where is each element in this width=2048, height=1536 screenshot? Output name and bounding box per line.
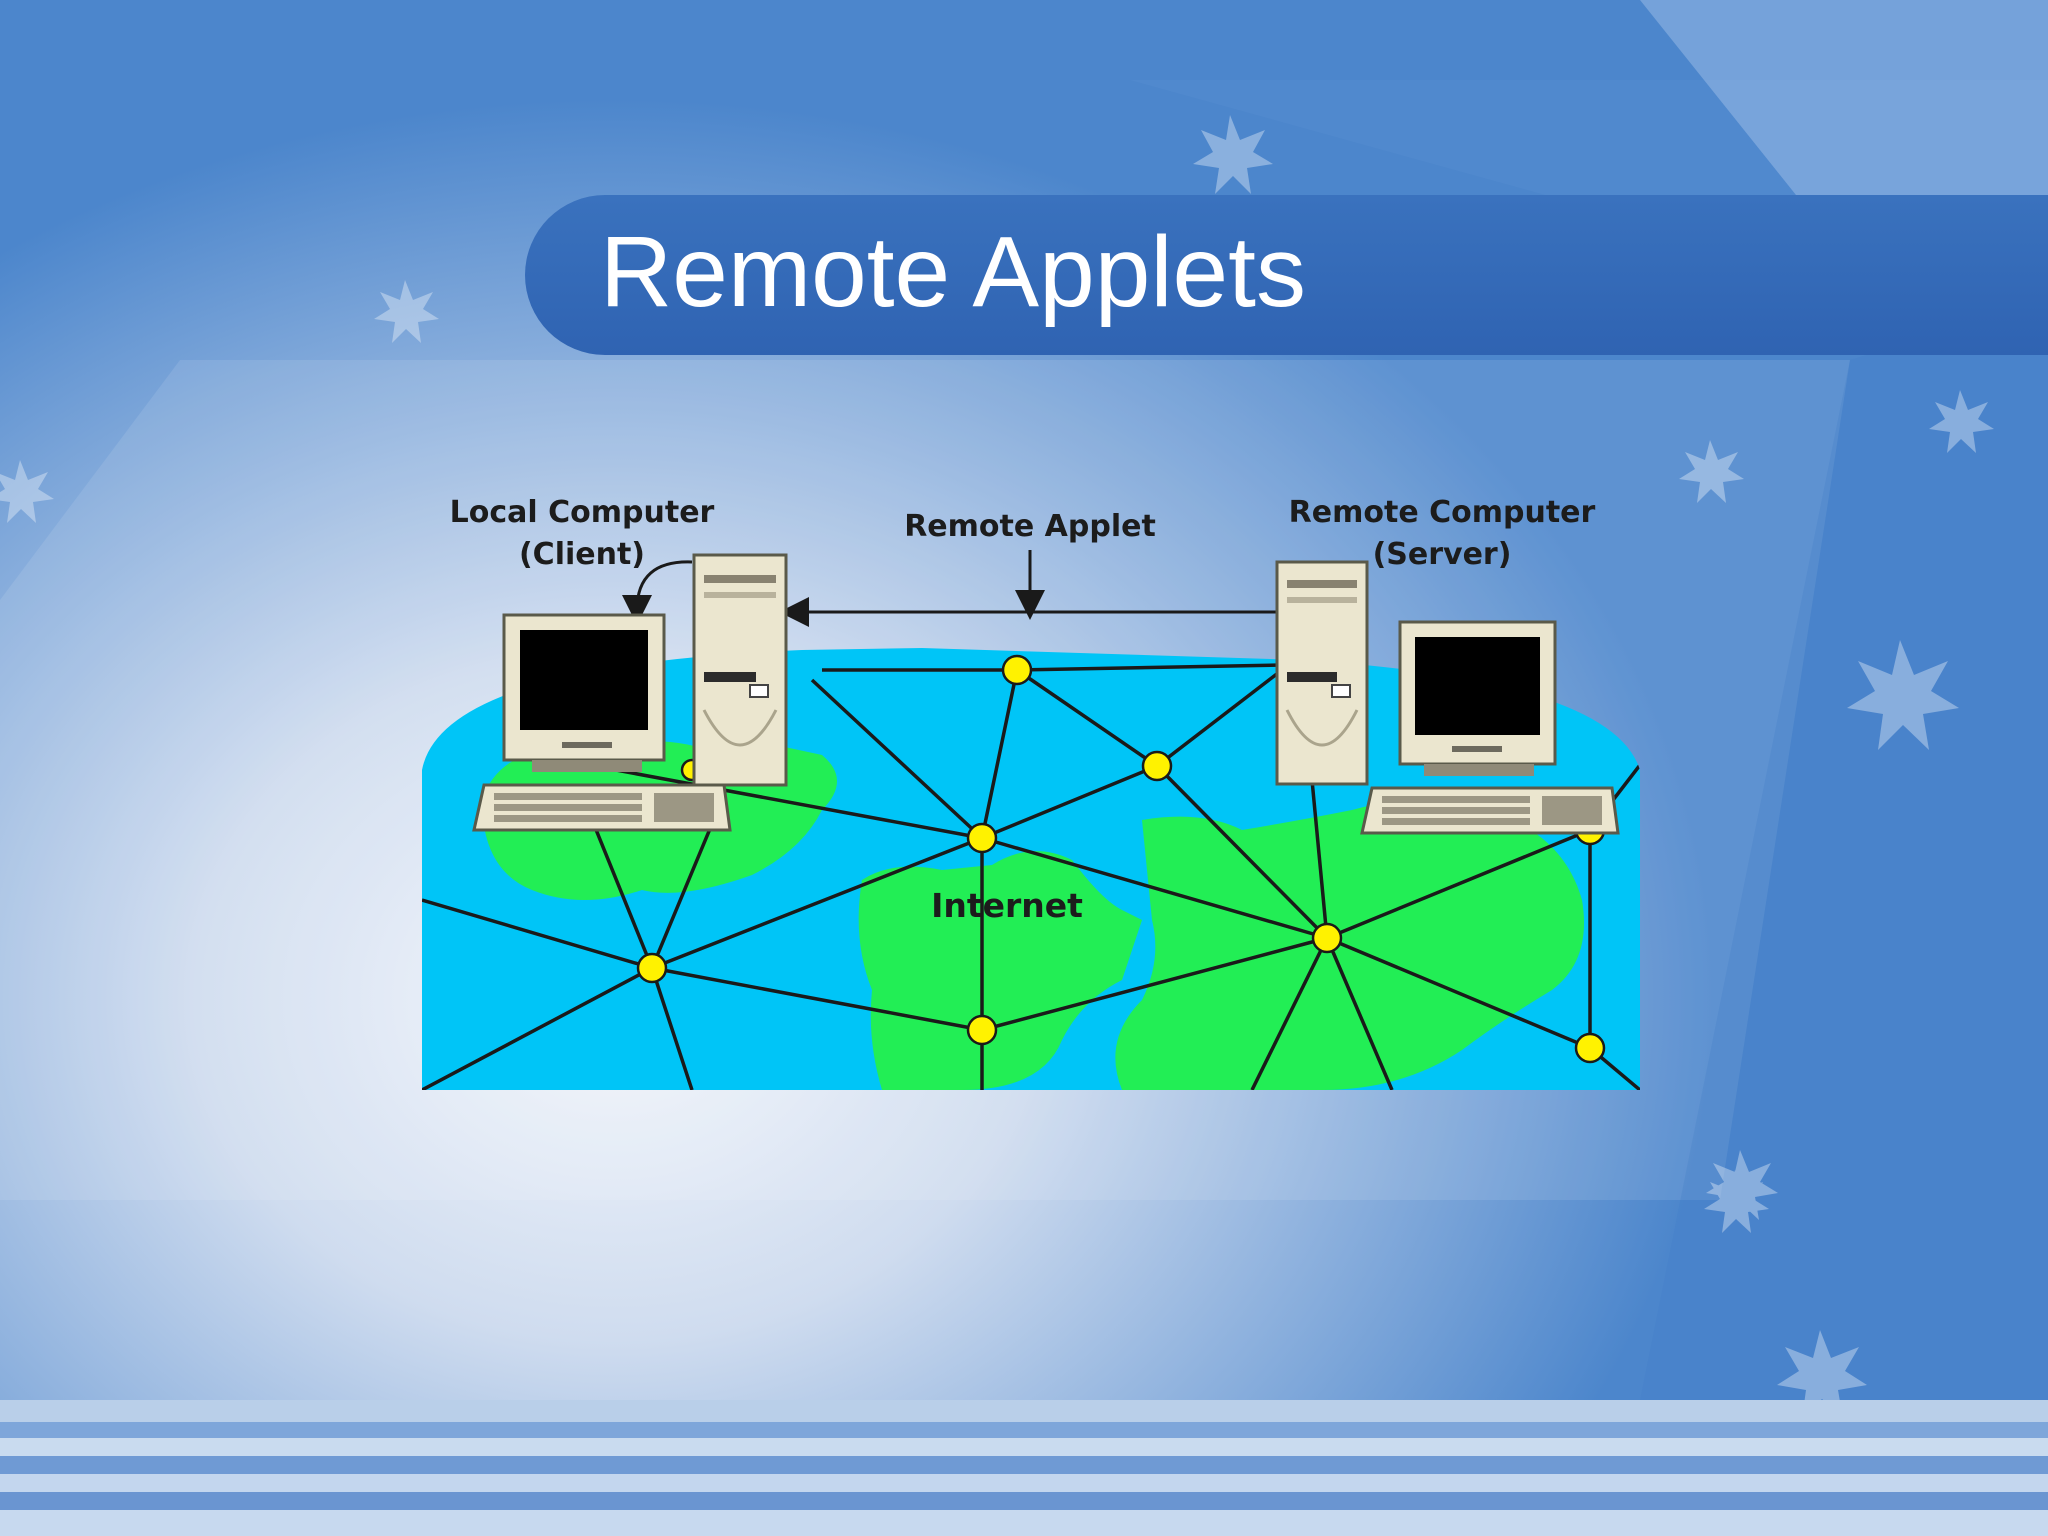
network-node (1001, 654, 1033, 686)
remote-computer-label: Remote Computer (1288, 495, 1596, 530)
client-monitor-icon (502, 613, 666, 772)
slide-title: Remote Applets (600, 216, 1306, 328)
network-node (966, 822, 998, 854)
network-node (636, 952, 668, 984)
server-label: (Server) (1372, 537, 1512, 572)
client-keyboard-icon (472, 783, 732, 832)
remote-applet-diagram: Local Computer (Client) Remote Applet Re… (422, 480, 1640, 1090)
title-banner (525, 195, 2048, 355)
remote-applet-label: Remote Applet (904, 509, 1156, 544)
land-mass-center (858, 851, 1142, 1090)
client-label: (Client) (518, 537, 646, 572)
land-mass-right (1115, 800, 1584, 1090)
network-node (1574, 1032, 1606, 1064)
server-tower-icon (1275, 560, 1369, 786)
applet-transfer-arrow (622, 550, 1277, 627)
client-tower-icon (692, 553, 788, 787)
server-keyboard-icon (1360, 786, 1620, 835)
network-node (1141, 750, 1173, 782)
bottom-stripes (0, 1400, 2048, 1536)
network-nodes (636, 654, 1606, 1064)
leaf-icon (0, 115, 1994, 1419)
network-node (1311, 922, 1343, 954)
internet-label: Internet (931, 886, 1083, 925)
server-monitor-icon (1398, 620, 1557, 776)
network-node (966, 1014, 998, 1046)
local-computer-label: Local Computer (449, 495, 715, 530)
